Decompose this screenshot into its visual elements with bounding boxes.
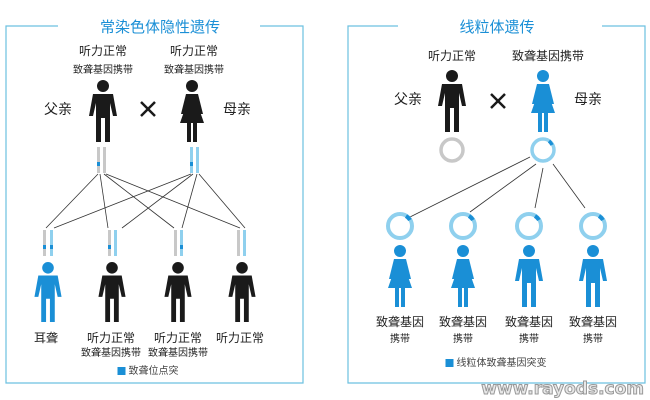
left-panel-frame [5,25,304,384]
mother-chromosomes [190,147,199,173]
child-2-chromosomes [108,230,117,256]
left-panel-title: 常染色体隐性遗传 [91,16,229,37]
right-child-2-label: 致聋基因 [438,315,488,329]
mother-carrier: 致聋基因携带 [164,65,224,76]
right-mother-figure-icon [531,70,555,132]
mother-label: 母亲 [223,102,251,118]
legend-swatch [117,367,126,375]
father-status: 听力正常 [78,44,128,58]
left-legend-text: 致聋位点突 [128,366,179,377]
legend-swatch [445,359,454,367]
right-child-4-label: 致聋基因 [568,315,618,329]
child-mitochondria-icons [386,212,607,240]
right-panel-title: 线粒体遗传 [451,16,543,37]
mother-status: 听力正常 [169,44,219,58]
child-3-chromosomes [174,230,183,256]
right-child-1-label: 致聋基因 [375,315,425,329]
left-legend: 致聋位点突 [117,366,179,378]
right-child-3-figure-icon [515,245,543,307]
right-panel-frame [347,25,646,384]
right-mother-status: 致聋基因携带 [511,49,585,63]
right-child-1-figure-icon [388,245,412,307]
right-father-status: 听力正常 [427,49,477,63]
child-3-figure-icon [164,262,192,322]
child-1-chromosomes [43,230,53,256]
child-4-chromosomes [237,230,246,256]
father-figure-icon [89,80,117,142]
right-child-2-figure-icon [451,245,475,307]
child-4-label: 听力正常 [215,331,265,345]
right-child-1-sublabel: 携带 [390,334,410,345]
watermark: www.rayods.com [481,379,645,400]
right-child-2-sublabel: 携带 [453,334,473,345]
child-3-label: 听力正常 [153,331,203,345]
right-mother-label: 母亲 [574,92,602,108]
mother-figure-icon [180,80,204,142]
right-child-4-figure-icon [579,245,607,307]
cross-icon [140,101,156,117]
right-father-figure-icon [438,70,466,132]
child-2-sublabel: 致聋基因携带 [81,348,141,359]
right-child-3-label: 致聋基因 [504,315,554,329]
left-inheritance-lines [45,173,246,229]
right-child-3-sublabel: 携带 [519,334,539,345]
mother-mitochondria-icon [530,137,556,163]
child-1-deaf-figure-icon [34,262,62,322]
child-4-figure-icon [228,262,256,322]
right-legend-text: 线粒体致聋基因突变 [456,358,547,369]
right-legend: 线粒体致聋基因突变 [445,358,547,370]
father-carrier: 致聋基因携带 [73,65,133,76]
right-cross-icon [490,93,506,109]
child-1-label: 耳聋 [33,331,59,345]
right-inheritance-lines [409,156,586,218]
right-child-4-sublabel: 携带 [583,334,603,345]
child-2-label: 听力正常 [86,331,136,345]
child-2-figure-icon [98,262,126,322]
father-mitochondria-icon [439,137,465,163]
father-label: 父亲 [44,102,72,118]
child-3-sublabel: 致聋基因携带 [148,348,208,359]
right-father-label: 父亲 [394,92,422,108]
father-chromosomes [97,147,106,173]
